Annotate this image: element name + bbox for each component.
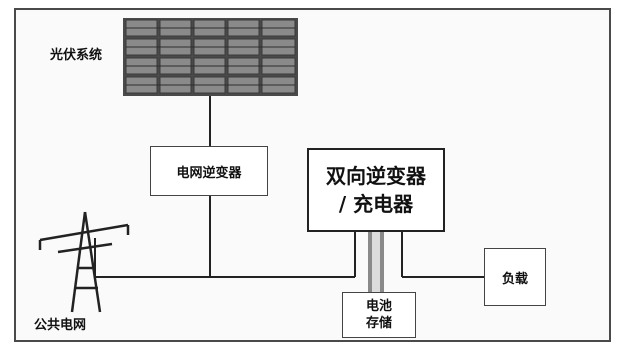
charger-label: / 充电器: [338, 192, 414, 216]
grid-inverter-label: 电网逆变器: [176, 165, 242, 181]
battery-storage-box: 电池 存储: [342, 292, 416, 338]
storage-label: 存储: [365, 316, 392, 331]
load-label: 负载: [501, 271, 528, 287]
grid-inverter-box: 电网逆变器: [150, 146, 268, 196]
pv-system-label: 光伏系统: [50, 48, 103, 63]
public-grid-label: 公共电网: [34, 318, 87, 333]
power-pole-icon: [38, 211, 130, 313]
bidirectional-inverter-label: 双向逆变器: [326, 164, 426, 188]
load-box: 负载: [484, 248, 546, 306]
battery-label: 电池: [365, 299, 392, 314]
pv-panel-array: [123, 18, 298, 96]
wires: [94, 96, 484, 278]
bidirectional-inverter-box: 双向逆变器 / 充电器: [307, 148, 445, 232]
